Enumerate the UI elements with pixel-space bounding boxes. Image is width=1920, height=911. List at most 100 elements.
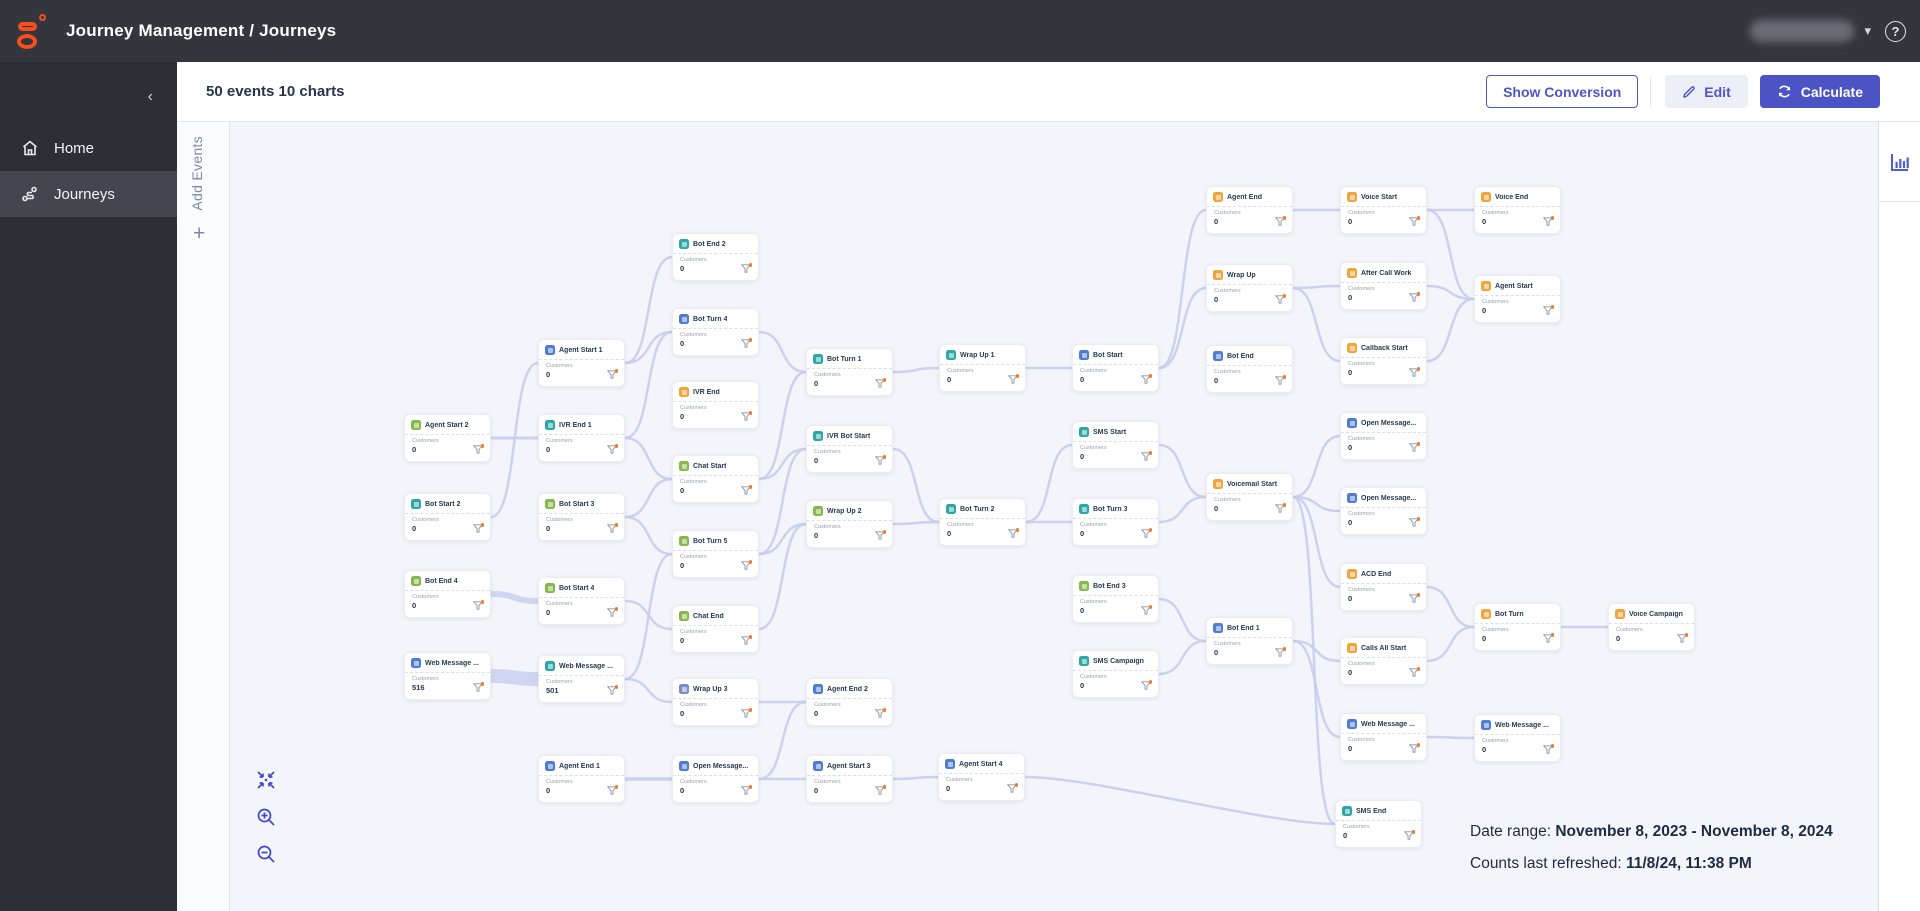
chevron-down-icon[interactable]: ▾ [1864,23,1871,38]
filter-icon[interactable] [1543,744,1554,754]
journey-event-node[interactable]: SMS Start Customers 0 [1072,421,1159,469]
filter-icon[interactable] [1141,374,1152,384]
filter-icon[interactable] [741,785,752,795]
filter-icon[interactable] [741,560,752,570]
journey-event-node[interactable]: SMS Campaign Customers 0 [1072,650,1159,698]
filter-icon[interactable] [1141,451,1152,461]
journey-event-node[interactable]: Web Message ... Customers 501 [538,655,625,703]
journey-event-node[interactable]: Agent End 1 Customers 0 [538,755,625,803]
filter-icon[interactable] [1141,528,1152,538]
filter-icon[interactable] [1409,442,1420,452]
journey-event-node[interactable]: After Call Work Customers 0 [1340,262,1427,310]
calculate-button[interactable]: Calculate [1759,75,1880,108]
filter-icon[interactable] [741,263,752,273]
charts-panel-button[interactable] [1879,122,1920,202]
journey-event-node[interactable]: Bot Turn Customers 0 [1474,603,1561,651]
journey-event-node[interactable]: Bot End 2 Customers 0 [672,233,759,281]
filter-icon[interactable] [741,635,752,645]
journey-event-node[interactable]: Agent Start 1 Customers 0 [538,339,625,387]
journey-event-node[interactable]: Voice Start Customers 0 [1340,186,1427,234]
filter-icon[interactable] [1409,216,1420,226]
journey-event-node[interactable]: Bot Turn 4 Customers 0 [672,308,759,356]
sidebar-item-journeys[interactable]: Journeys [0,171,177,217]
journey-event-node[interactable]: Agent Start 4 Customers 0 [938,753,1025,801]
filter-icon[interactable] [473,682,484,692]
journey-event-node[interactable]: Bot Turn 2 Customers 0 [939,498,1026,546]
filter-icon[interactable] [1007,783,1018,793]
journey-event-node[interactable]: Bot End Customers 0 [1206,345,1293,393]
journey-event-node[interactable]: Bot End 4 Customers 0 [404,570,491,618]
filter-icon[interactable] [607,785,618,795]
filter-icon[interactable] [1409,517,1420,527]
journey-event-node[interactable]: Bot Start Customers 0 [1072,344,1159,392]
filter-icon[interactable] [741,338,752,348]
filter-icon[interactable] [473,444,484,454]
show-conversion-button[interactable]: Show Conversion [1486,75,1639,108]
filter-icon[interactable] [607,685,618,695]
journey-event-node[interactable]: Agent Start Customers 0 [1474,275,1561,323]
filter-icon[interactable] [607,607,618,617]
filter-icon[interactable] [1141,605,1152,615]
filter-icon[interactable] [875,708,886,718]
filter-icon[interactable] [875,530,886,540]
filter-icon[interactable] [1409,292,1420,302]
journey-event-node[interactable]: Voicemail Start Customers 0 [1206,473,1293,521]
journey-event-node[interactable]: Open Message... Customers 0 [1340,487,1427,535]
filter-icon[interactable] [1677,633,1688,643]
journey-event-node[interactable]: Web Message ... Customers 0 [1340,713,1427,761]
filter-icon[interactable] [1275,503,1286,513]
journey-event-node[interactable]: Wrap Up 1 Customers 0 [939,344,1026,392]
filter-icon[interactable] [1275,647,1286,657]
filter-icon[interactable] [607,444,618,454]
filter-icon[interactable] [741,708,752,718]
journey-event-node[interactable]: Wrap Up Customers 0 [1206,264,1293,312]
journey-event-node[interactable]: Bot Turn 5 Customers 0 [672,530,759,578]
filter-icon[interactable] [741,485,752,495]
journey-event-node[interactable]: Bot Start 4 Customers 0 [538,577,625,625]
filter-icon[interactable] [1409,593,1420,603]
journey-event-node[interactable]: Open Message... Customers 0 [1340,412,1427,460]
journey-event-node[interactable]: Agent End 2 Customers 0 [806,678,893,726]
filter-icon[interactable] [473,523,484,533]
user-menu[interactable] [1750,20,1855,42]
filter-icon[interactable] [1409,743,1420,753]
journey-event-node[interactable]: Callback Start Customers 0 [1340,337,1427,385]
filter-icon[interactable] [1275,375,1286,385]
journey-event-node[interactable]: SMS End Customers 0 [1335,800,1422,848]
filter-icon[interactable] [1008,528,1019,538]
sidebar-item-home[interactable]: Home [0,125,177,171]
filter-icon[interactable] [1275,216,1286,226]
filter-icon[interactable] [1404,830,1415,840]
journey-event-node[interactable]: Bot End 1 Customers 0 [1206,617,1293,665]
filter-icon[interactable] [1409,667,1420,677]
journey-event-node[interactable]: Open Message... Customers 0 [672,755,759,803]
help-icon[interactable]: ? [1885,20,1906,42]
filter-icon[interactable] [875,785,886,795]
add-event-button[interactable]: + [193,222,206,245]
filter-icon[interactable] [473,600,484,610]
journey-event-node[interactable]: Wrap Up 2 Customers 0 [806,500,893,548]
journey-event-node[interactable]: Web Message ... Customers 0 [1474,714,1561,762]
filter-icon[interactable] [1008,374,1019,384]
filter-icon[interactable] [875,455,886,465]
fit-to-screen-button[interactable] [256,770,276,790]
journey-event-node[interactable]: Voice End Customers 0 [1474,186,1561,234]
journey-event-node[interactable]: IVR Bot Start Customers 0 [806,425,893,473]
filter-icon[interactable] [1141,680,1152,690]
journey-event-node[interactable]: Bot Start 3 Customers 0 [538,493,625,541]
filter-icon[interactable] [1543,633,1554,643]
filter-icon[interactable] [1275,294,1286,304]
journey-event-node[interactable]: IVR End 1 Customers 0 [538,414,625,462]
edit-button[interactable]: Edit [1665,75,1748,108]
journey-event-node[interactable]: Voice Campaign Customers 0 [1608,603,1695,651]
journey-event-node[interactable]: ACD End Customers 0 [1340,563,1427,611]
filter-icon[interactable] [741,411,752,421]
journey-event-node[interactable]: Bot Start 2 Customers 0 [404,493,491,541]
journey-event-node[interactable]: Web Message ... Customers 516 [404,652,491,700]
zoom-in-button[interactable] [256,807,276,827]
filter-icon[interactable] [875,378,886,388]
journey-event-node[interactable]: Bot End 3 Customers 0 [1072,575,1159,623]
journey-event-node[interactable]: Wrap Up 3 Customers 0 [672,678,759,726]
journey-event-node[interactable]: Chat Start Customers 0 [672,455,759,503]
filter-icon[interactable] [607,369,618,379]
